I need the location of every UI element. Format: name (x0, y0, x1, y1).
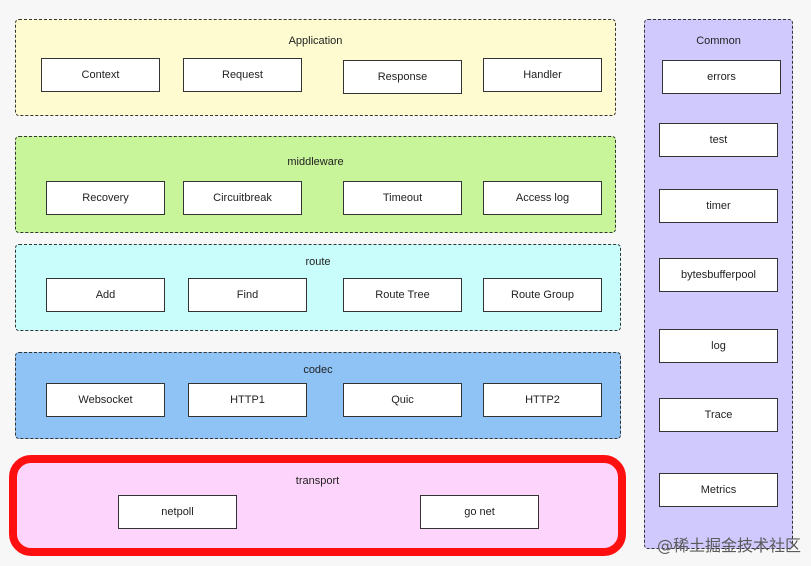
circuitbreak-box: Circuitbreak (183, 181, 302, 215)
errors-box: errors (662, 60, 781, 94)
http2-box: HTTP2 (483, 383, 602, 417)
codec-layer-title: codec (303, 364, 333, 376)
response-box: Response (343, 60, 462, 94)
go-net-box: go net (420, 495, 539, 529)
quic-box: Quic (343, 383, 462, 417)
middleware-layer: middleware Recovery Circuitbreak Timeout… (15, 136, 616, 233)
transport-layer-title: transport (295, 475, 340, 487)
common-layer-title: Common (696, 35, 741, 47)
timeout-box: Timeout (343, 181, 462, 215)
middleware-layer-title: middleware (287, 156, 344, 168)
add-box: Add (46, 278, 165, 312)
route-layer: route Add Find Route Tree Route Group (15, 244, 621, 331)
timer-box: timer (659, 189, 778, 223)
netpoll-box: netpoll (118, 495, 237, 529)
websocket-box: Websocket (46, 383, 165, 417)
route-group-box: Route Group (483, 278, 602, 312)
request-box: Request (183, 58, 302, 92)
find-box: Find (188, 278, 307, 312)
recovery-box: Recovery (46, 181, 165, 215)
context-box: Context (41, 58, 160, 92)
log-box: log (659, 329, 778, 363)
bytesbufferpool-box: bytesbufferpool (659, 258, 778, 292)
test-box: test (659, 123, 778, 157)
application-layer-title: Application (288, 35, 343, 47)
route-layer-title: route (305, 256, 331, 268)
watermark-text: @稀土掘金技术社区 (656, 536, 801, 555)
route-tree-box: Route Tree (343, 278, 462, 312)
application-layer: Application Context Request Response Han… (15, 19, 616, 116)
handler-box: Handler (483, 58, 602, 92)
metrics-box: Metrics (659, 473, 778, 507)
transport-layer: transport netpoll go net (9, 455, 626, 556)
access-log-box: Access log (483, 181, 602, 215)
codec-layer: codec Websocket HTTP1 Quic HTTP2 (15, 352, 621, 439)
common-layer: Common errors test timer bytesbufferpool… (644, 19, 793, 549)
http1-box: HTTP1 (188, 383, 307, 417)
trace-box: Trace (659, 398, 778, 432)
